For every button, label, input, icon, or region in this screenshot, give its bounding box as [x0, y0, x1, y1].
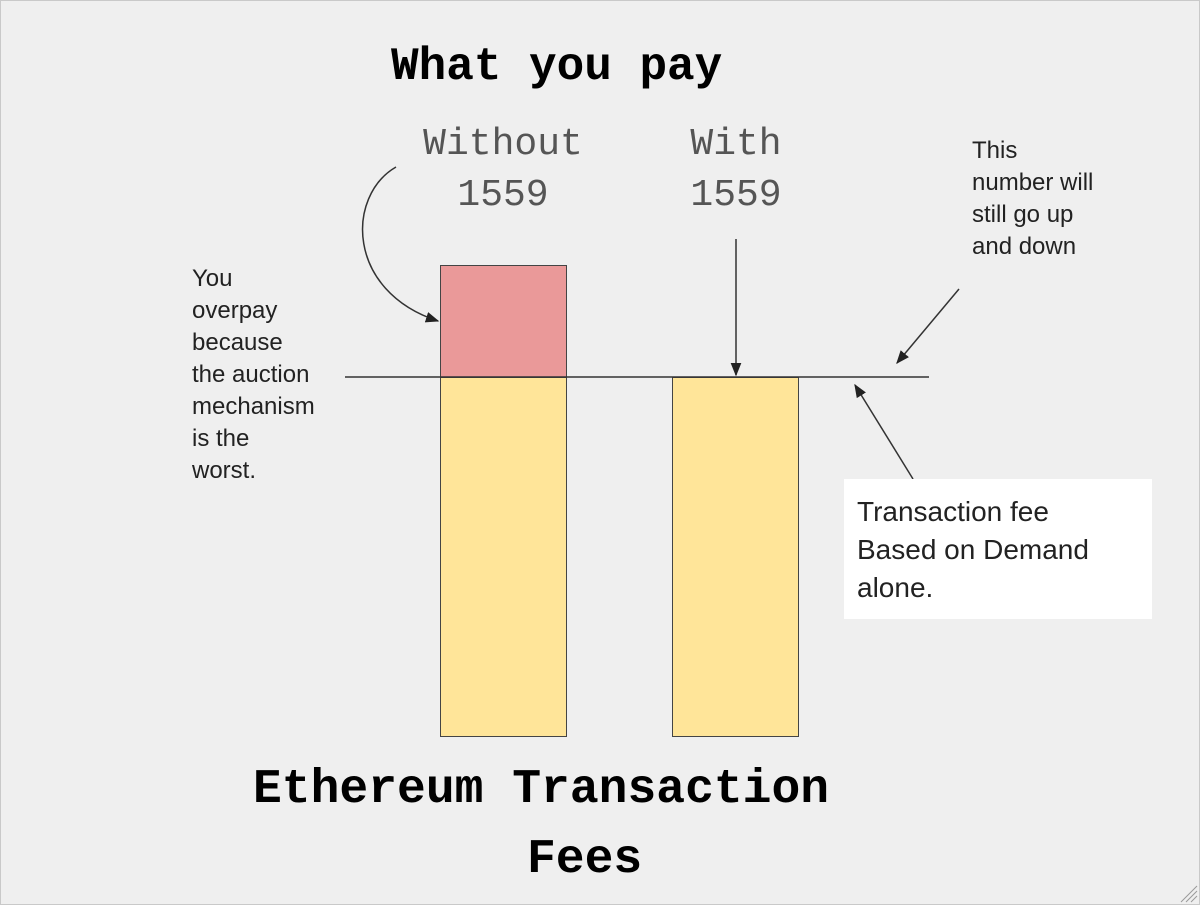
overpay-note: You overpay because the auction mechanis… [192, 263, 315, 487]
overpay-curved-arrow [361, 166, 440, 323]
overpay-note-line: because [192, 329, 283, 356]
overpay-note-line: the auction [192, 361, 310, 388]
column-label-without-line2: 1559 [457, 174, 549, 217]
fee-box-text: Transaction fee Based on Demand alone. [857, 493, 1089, 607]
fee-bar-with [672, 377, 799, 737]
overpay-note-line: worst. [192, 457, 257, 484]
overpay-note-line: mechanism [192, 393, 315, 420]
fee-box-arrow [854, 383, 914, 480]
column-label-without-line1: Without [423, 123, 583, 166]
overpay-note-line: is the [192, 425, 250, 452]
overpay-note-line: overpay [192, 297, 278, 324]
fluctuate-note-line: number will [972, 169, 1094, 196]
fee-box-line: Based on Demand [857, 534, 1089, 565]
fluctuate-note: This number will still go up and down [972, 135, 1093, 263]
column-label-without: Without 1559 [401, 119, 605, 221]
overpay-note-line: You [192, 265, 233, 292]
diagram-title: What you pay [391, 41, 723, 93]
fee-box-line: Transaction fee [857, 496, 1049, 527]
fluctuate-note-line: and down [972, 233, 1077, 260]
footer-title-line1: Ethereum Transaction [253, 763, 830, 817]
column-label-with-line2: 1559 [690, 174, 782, 217]
fluctuate-arrow [896, 288, 960, 365]
fluctuate-note-line: This [972, 137, 1018, 164]
fee-box: Transaction fee Based on Demand alone. [844, 479, 1152, 619]
fee-box-line: alone. [857, 572, 934, 603]
overpay-segment [440, 265, 567, 378]
column-label-with: With 1559 [661, 119, 811, 221]
column-label-with-line1: With [690, 123, 782, 166]
fee-bar-without [440, 377, 567, 737]
footer-title-line2: Fees [527, 833, 643, 887]
fluctuate-note-line: still go up [972, 201, 1074, 228]
